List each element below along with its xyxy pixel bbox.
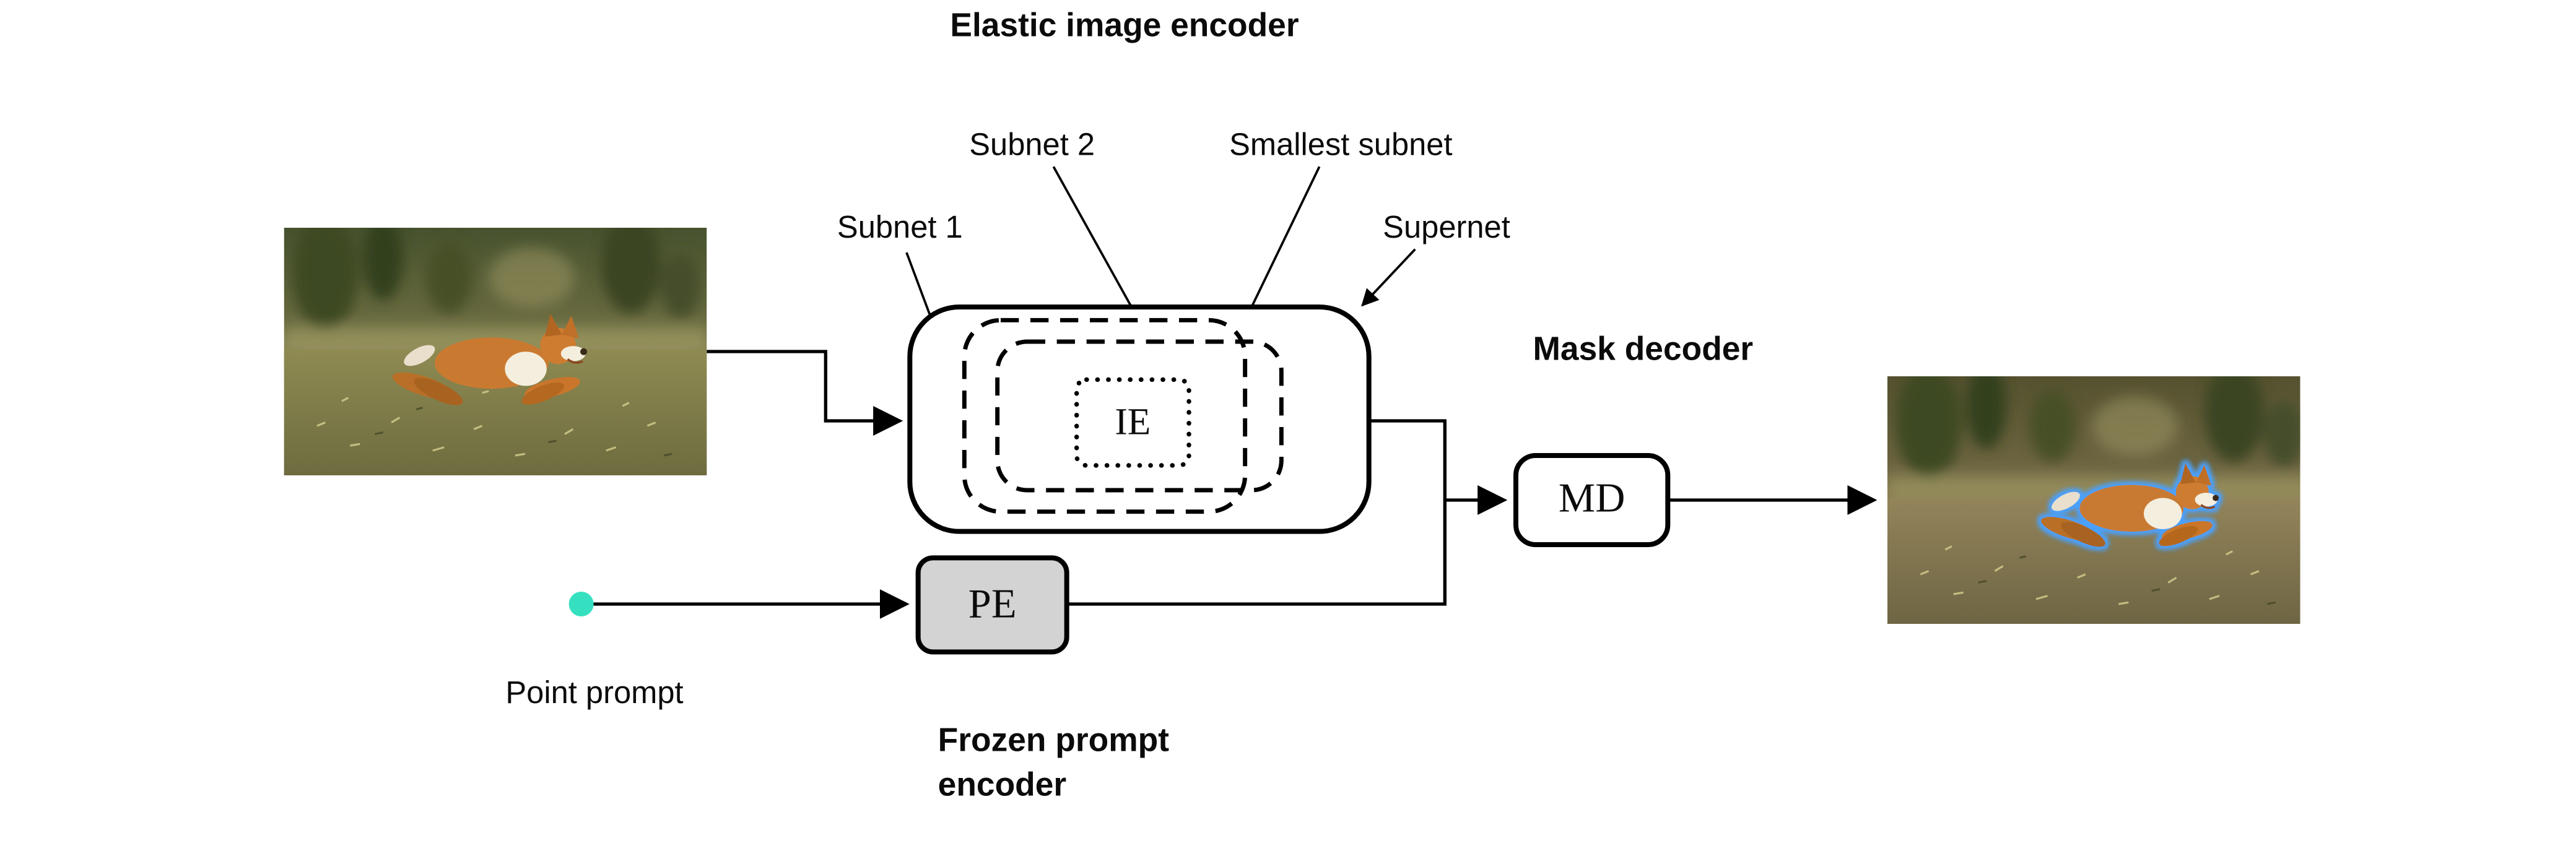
- label-mask-decoder: Mask decoder: [1533, 332, 1754, 368]
- subnet2-box: [995, 339, 1284, 493]
- pointer-subnet2-label: [1052, 166, 1146, 332]
- node-prompt-encoder: PE: [968, 582, 1017, 626]
- node-mask-decoder: MD: [1558, 477, 1625, 522]
- line-prompt-encoder-to-junction: [1066, 500, 1447, 606]
- label-frozen-prompt-encoder-line2: encoder: [938, 767, 1067, 804]
- label-smallest-subnet: Smallest subnet: [1229, 129, 1453, 163]
- arrow-input-image-to-encoder: [707, 350, 903, 436]
- point-prompt-dot: [568, 592, 594, 616]
- input-photo: [284, 228, 707, 475]
- label-subnet-1: Subnet 1: [837, 211, 963, 246]
- label-frozen-prompt-encoder-line1: Frozen prompt: [938, 723, 1169, 759]
- label-frozen-prompt-encoder: Frozen prompt encoder: [938, 720, 1169, 809]
- subnet1-box: [962, 318, 1248, 514]
- label-subnet-2: Subnet 2: [969, 129, 1095, 163]
- label-supernet: Supernet: [1383, 211, 1510, 246]
- node-image-encoder: IE: [1115, 401, 1151, 443]
- supernet-box: [907, 305, 1372, 534]
- mask-decoder-box: [1513, 453, 1671, 548]
- prompt-encoder-box: [915, 555, 1069, 655]
- smallest-subnet-box: [1074, 377, 1191, 468]
- line-encoder-to-junction: [1368, 419, 1447, 501]
- pointer-supernet-label: [1361, 248, 1416, 307]
- diagram-title: Elastic image encoder: [950, 8, 1299, 45]
- label-point-prompt: Point prompt: [505, 676, 684, 712]
- output-photo: [1887, 376, 2300, 624]
